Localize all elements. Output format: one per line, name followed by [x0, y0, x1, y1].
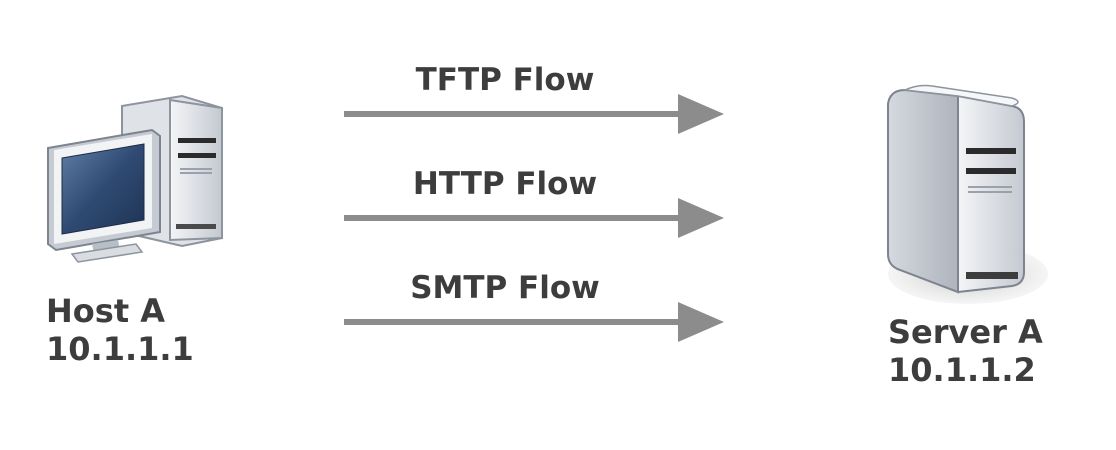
flow-arrow-tftp: [344, 94, 724, 134]
host-label: Host A 10.1.1.1: [46, 292, 194, 368]
server-name: Server A: [888, 313, 1043, 351]
desktop-computer-icon: [47, 94, 223, 263]
server-ip: 10.1.1.2: [888, 351, 1036, 389]
tower-server-icon: [887, 84, 1048, 304]
server-label: Server A 10.1.1.2: [888, 313, 1043, 389]
host-ip: 10.1.1.1: [46, 330, 194, 368]
flow-label-smtp: SMTP Flow: [410, 270, 600, 306]
host-name: Host A: [46, 292, 166, 330]
flow-arrow-smtp: [344, 302, 724, 342]
flow-label-tftp: TFTP Flow: [415, 62, 595, 98]
flow-arrow-http: [344, 198, 724, 238]
flow-label-http: HTTP Flow: [412, 166, 598, 202]
